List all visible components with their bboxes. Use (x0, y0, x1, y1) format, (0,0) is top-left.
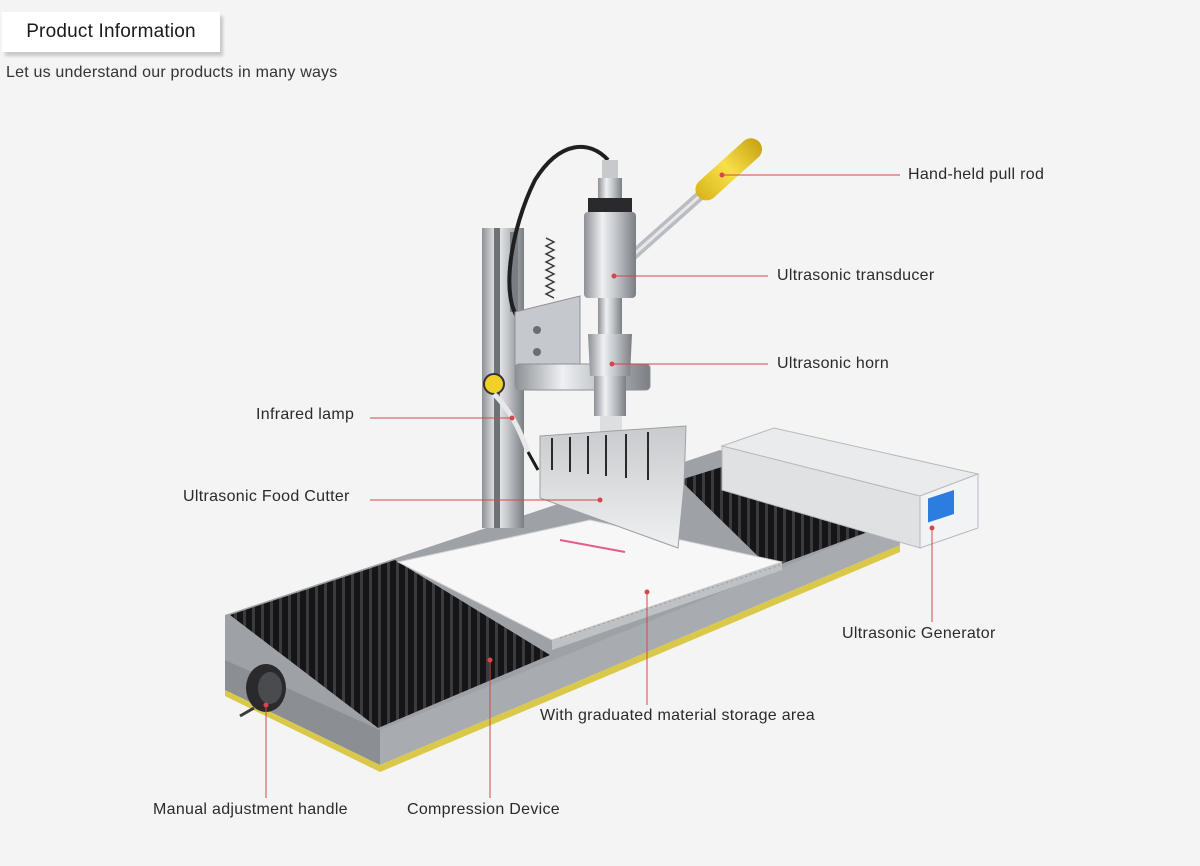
label-generator: Ultrasonic Generator (842, 625, 996, 642)
section-subtitle: Let us understand our products in many w… (6, 64, 338, 81)
leader-lines (265, 174, 933, 798)
ultrasonic-horn (588, 298, 632, 440)
label-lamp: Infrared lamp (256, 406, 355, 423)
label-handle: Manual adjustment handle (153, 801, 348, 818)
label-storage: With graduated material storage area (540, 707, 815, 724)
bellows-cover-left (230, 560, 550, 728)
section-title: Product Information (2, 12, 220, 52)
spring (544, 237, 556, 299)
cutter-blade (539, 425, 687, 549)
label-horn: Ultrasonic horn (777, 355, 890, 372)
adjustment-handle (239, 664, 286, 718)
cable (507, 145, 610, 322)
infrared-lamp (483, 373, 540, 471)
ultrasonic-transducer (584, 160, 636, 298)
label-cutter: Ultrasonic Food Cutter (183, 488, 350, 505)
label-pull-rod: Hand-held pull rod (908, 166, 1045, 183)
pull-rod (625, 138, 763, 263)
material-storage-board (396, 519, 784, 650)
leader-dots (263, 172, 935, 708)
label-compression: Compression Device (407, 801, 561, 818)
label-transducer: Ultrasonic transducer (777, 267, 935, 284)
ultrasonic-generator-box (720, 427, 980, 549)
mount-bracket (514, 295, 651, 391)
